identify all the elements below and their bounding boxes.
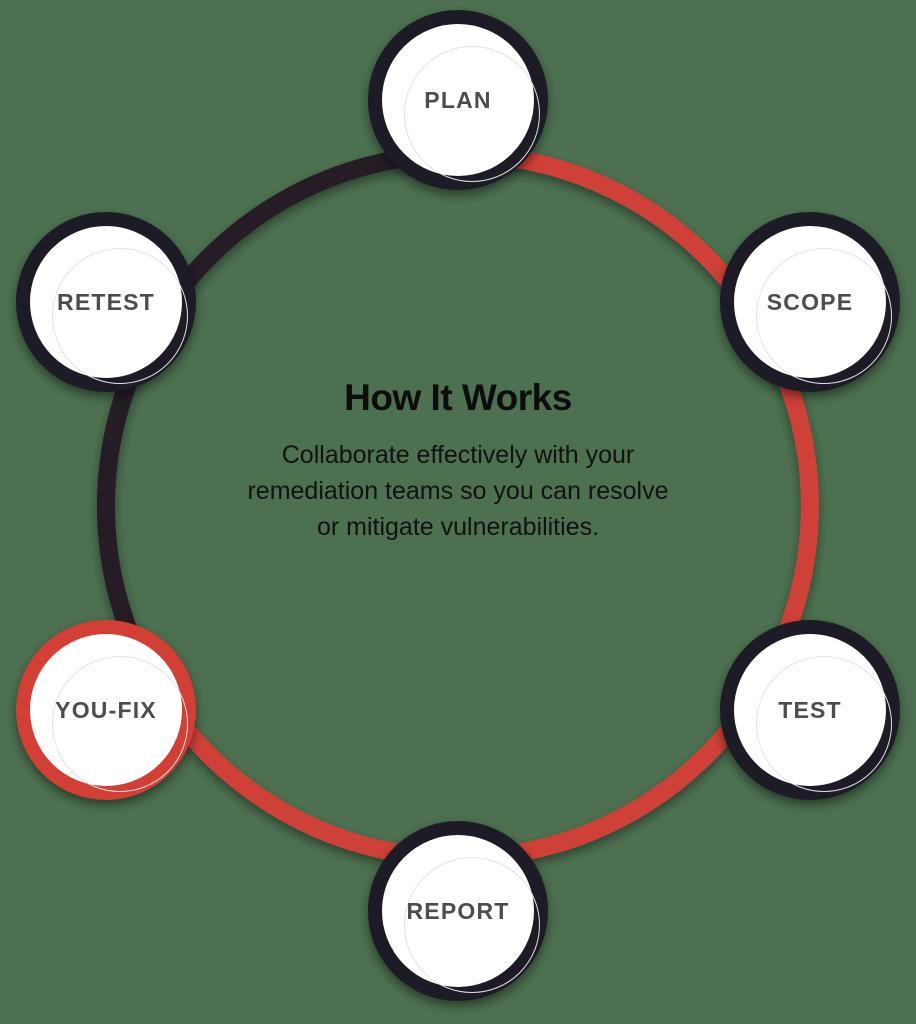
cycle-node-plan[interactable]: PLAN (368, 10, 548, 190)
node-inner-ring (404, 46, 540, 182)
cycle-node-you-fix[interactable]: YOU-FIX (16, 620, 196, 800)
cycle-node-scope[interactable]: SCOPE (720, 212, 900, 392)
node-inner-ring (52, 248, 188, 384)
cycle-node-label: RETEST (57, 288, 155, 315)
page-title: How It Works (344, 377, 572, 418)
center-content: How It Works Collaborate effectively wit… (158, 377, 758, 546)
cycle-node-label: YOU-FIX (55, 696, 157, 723)
cycle-node-label: PLAN (424, 86, 492, 113)
cycle-node-label: REPORT (406, 897, 510, 924)
description-line-3: or mitigate vulnerabilities. (316, 513, 600, 542)
node-inner-ring (52, 656, 188, 792)
cycle-node-label: TEST (778, 696, 842, 723)
description-line-2: remediation teams so you can resolve (247, 476, 669, 505)
center-description: Collaborate effectively with your remedi… (158, 437, 758, 546)
description-line-1: Collaborate effectively with your (281, 440, 635, 469)
node-inner-ring (756, 656, 892, 792)
cycle-node-label: SCOPE (766, 288, 854, 315)
cycle-node-retest[interactable]: RETEST (16, 212, 196, 392)
node-inner-ring (756, 248, 892, 384)
cycle-node-report[interactable]: REPORT (368, 821, 548, 1001)
cycle-node-test[interactable]: TEST (720, 620, 900, 800)
node-inner-ring (404, 857, 540, 993)
